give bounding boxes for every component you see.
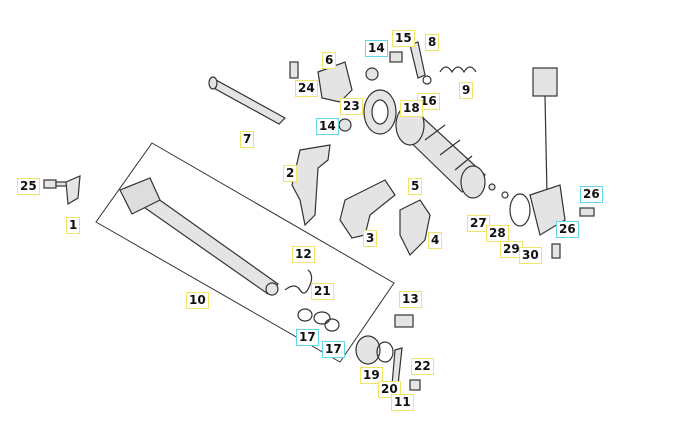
callout-8: 8 — [425, 34, 440, 51]
callout-21: 21 — [311, 283, 334, 300]
callout-15: 15 — [392, 30, 415, 47]
bolt-24-part — [289, 61, 299, 79]
callout-24: 24 — [295, 80, 318, 97]
callout-23: 23 — [340, 98, 363, 115]
callout-13: 13 — [399, 291, 422, 308]
spring-12-part — [284, 269, 313, 294]
bolt-15-part — [389, 51, 403, 63]
callout-27: 27 — [467, 215, 490, 232]
callout-22: 22 — [411, 358, 434, 375]
stopper-arm-8-part — [409, 41, 426, 79]
callout-26-lower: 26 — [556, 221, 579, 238]
callout-20: 20 — [378, 381, 401, 398]
bolt-22-part — [409, 379, 421, 391]
callout-19: 19 — [360, 367, 383, 384]
sensor-30-part — [509, 67, 566, 236]
fork-4-part — [399, 199, 431, 257]
callout-12: 12 — [292, 246, 315, 263]
callout-14-top: 14 — [365, 40, 388, 57]
washer-16-part — [422, 75, 432, 85]
callout-14-lower: 14 — [316, 118, 339, 135]
bolt-26a-part — [579, 207, 595, 217]
washer-28-part — [501, 191, 509, 199]
bolt-26b-part — [551, 243, 561, 259]
washer-21-part — [313, 311, 331, 325]
fork-2-part — [291, 144, 331, 227]
callout-18: 18 — [400, 100, 423, 117]
callout-7: 7 — [240, 131, 255, 148]
pin-27-part — [488, 183, 496, 191]
bolt-25-part — [43, 179, 69, 189]
shift-shaft-part — [119, 177, 279, 296]
bearing-part — [363, 89, 397, 135]
callout-4: 4 — [428, 232, 443, 249]
callout-6: 6 — [322, 52, 337, 69]
pin-13-part — [394, 314, 414, 328]
assembly-group-outline — [95, 142, 395, 363]
callout-5: 5 — [408, 178, 423, 195]
collar-14b-part — [338, 118, 352, 132]
callout-25: 25 — [17, 178, 40, 195]
callout-17-right: 17 — [322, 341, 345, 358]
callout-3: 3 — [363, 230, 378, 247]
guide-rod-part — [208, 76, 286, 125]
callout-17-left: 17 — [296, 329, 319, 346]
callout-1: 1 — [66, 217, 81, 234]
callout-29: 29 — [500, 241, 523, 258]
roller-19-part — [355, 335, 394, 365]
callout-30: 30 — [519, 247, 542, 264]
callout-11: 11 — [391, 394, 414, 411]
spring-9-part — [439, 66, 477, 74]
segment-6-part — [317, 61, 353, 103]
callout-28: 28 — [486, 225, 509, 242]
callout-26-top: 26 — [580, 186, 603, 203]
callout-9: 9 — [459, 82, 474, 99]
collar-14-part — [365, 67, 379, 81]
washer-17b-part — [324, 318, 340, 332]
plate-1-part — [65, 175, 81, 206]
callout-10: 10 — [186, 292, 209, 309]
callout-2: 2 — [283, 165, 298, 182]
washer-17a-part — [297, 308, 313, 322]
fork-3-part — [339, 179, 396, 239]
